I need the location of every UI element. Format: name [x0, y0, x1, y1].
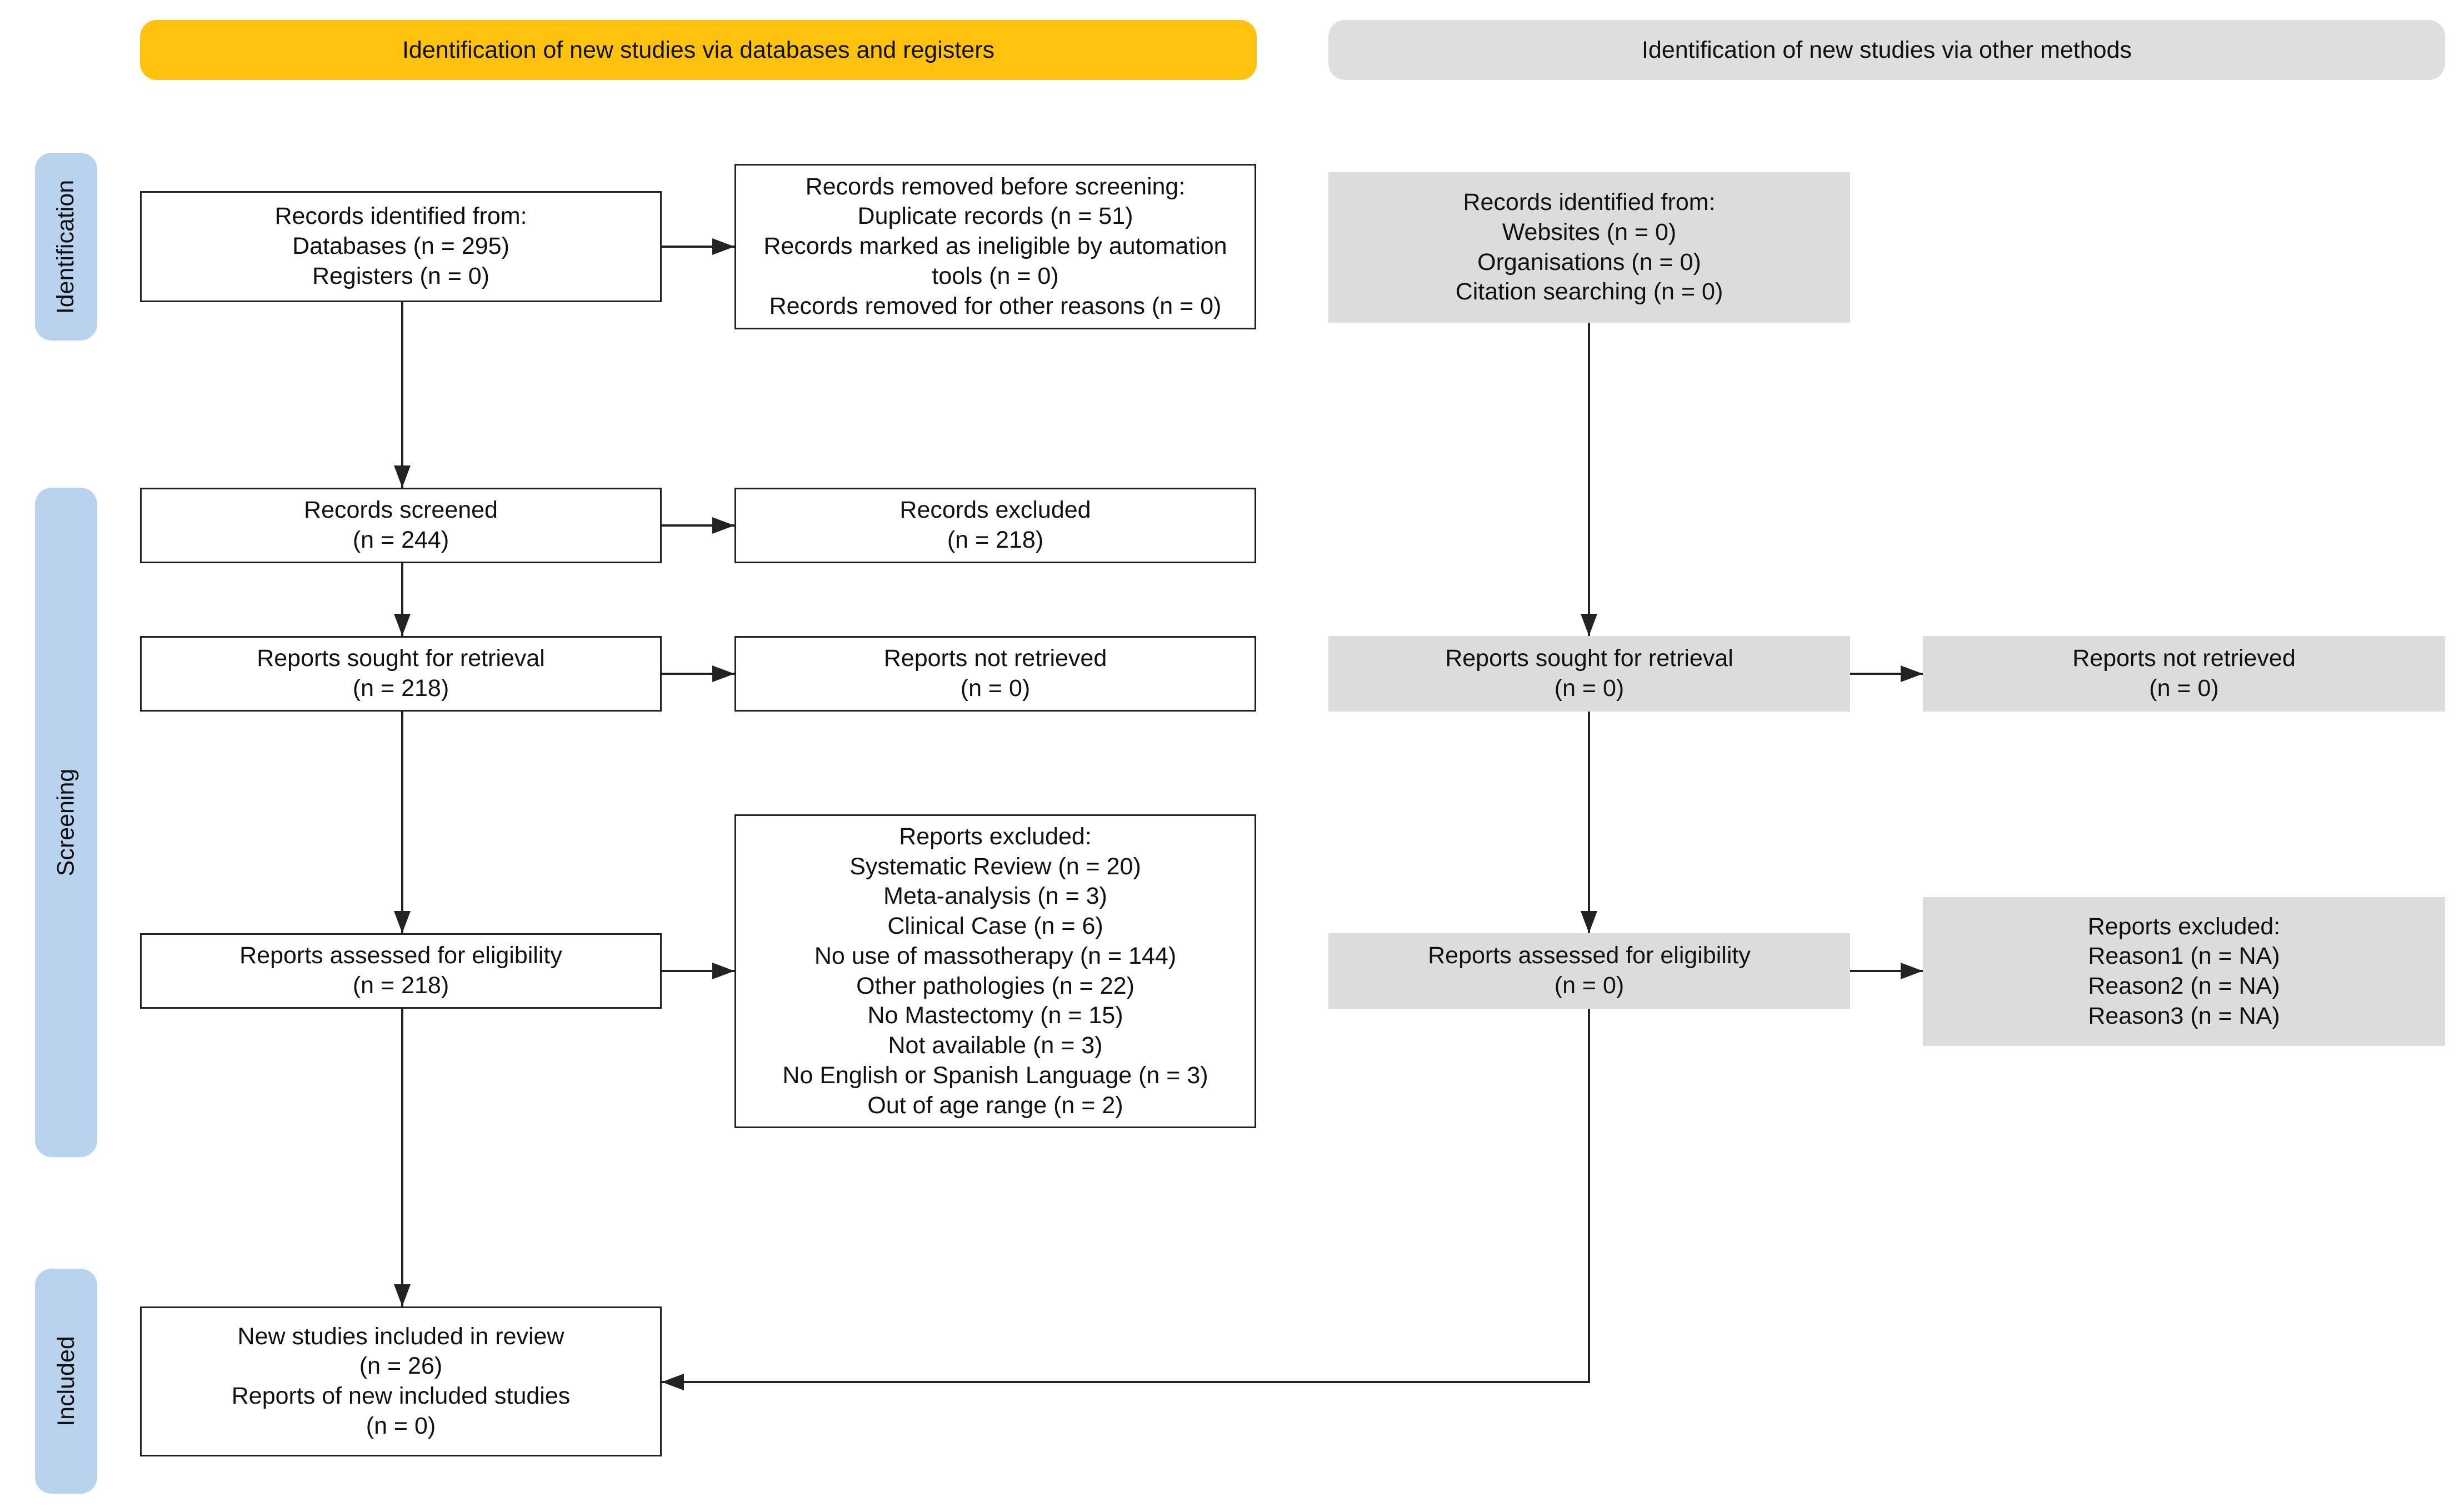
- arrow-other-assessed-to-included: [662, 1009, 1590, 1390]
- phase-included-label: Included: [52, 1336, 79, 1426]
- text-line: Registers (n = 0): [312, 262, 490, 289]
- text-line: Reports sought for retrieval: [257, 645, 545, 672]
- reports-not-retrieved-box: Reports not retrieved (n = 0): [734, 636, 1256, 712]
- reports-assessed-box: Reports assessed for eligibility (n = 21…: [140, 933, 662, 1009]
- text-line: Reports assessed for eligibility: [1428, 942, 1751, 969]
- records-screened-box: Records screened (n = 244): [140, 488, 662, 563]
- text-line: Reason3 (n = NA): [2088, 1002, 2280, 1029]
- text-line: Records marked as ineligible by automati…: [763, 233, 1227, 260]
- text-line: Reports sought for retrieval: [1445, 645, 1733, 672]
- text-line: Databases (n = 295): [292, 233, 509, 260]
- text-line: (n = 218): [352, 972, 449, 999]
- text-line: New studies included in review: [237, 1323, 564, 1350]
- databases-header: Identification of new studies via databa…: [140, 20, 1257, 80]
- text-line: Reason1 (n = NA): [2088, 943, 2280, 970]
- text-line: (n = 0): [366, 1412, 436, 1439]
- text-line: Records removed before screening:: [805, 173, 1186, 200]
- databases-header-label: Identification of new studies via databa…: [402, 36, 995, 63]
- phase-screening: Screening: [35, 488, 97, 1157]
- other-methods-header: Identification of new studies via other …: [1328, 20, 2445, 80]
- text-line: Reason2 (n = NA): [2088, 973, 2280, 999]
- text-line: Citation searching (n = 0): [1455, 278, 1723, 306]
- text-line: Records identified from:: [274, 203, 527, 230]
- text-line: (n = 26): [359, 1353, 443, 1380]
- text-line: Records screened: [304, 497, 498, 524]
- text-line: Records excluded: [899, 497, 1091, 524]
- text-line: Records removed for other reasons (n = 0…: [769, 292, 1222, 319]
- text-line: Out of age range (n = 2): [867, 1092, 1123, 1119]
- records-identified-box: Records identified from: Databases (n = …: [140, 191, 662, 302]
- text-line: (n = 0): [960, 675, 1031, 702]
- text-line: (n = 0): [1554, 972, 1625, 999]
- phase-included: Included: [35, 1269, 97, 1494]
- other-methods-header-label: Identification of new studies via other …: [1641, 36, 2132, 63]
- text-line: No Mastectomy (n = 15): [867, 1002, 1123, 1029]
- phase-screening-label: Screening: [52, 768, 79, 877]
- text-line: Organisations (n = 0): [1477, 248, 1701, 276]
- text-line: Reports of new included studies: [231, 1383, 571, 1409]
- other-reports-assessed-box: Reports assessed for eligibility (n = 0): [1328, 933, 1850, 1009]
- other-records-identified-box: Records identified from: Websites (n = 0…: [1328, 172, 1850, 323]
- phase-identification: Identification: [35, 153, 97, 341]
- text-line: Websites (n = 0): [1502, 218, 1677, 246]
- text-line: Reports assessed for eligibility: [239, 942, 562, 969]
- text-line: tools (n = 0): [932, 262, 1059, 289]
- text-line: Reports excluded:: [2087, 913, 2281, 940]
- text-line: No English or Spanish Language (n = 3): [782, 1062, 1208, 1089]
- text-line: Reports excluded:: [899, 823, 1092, 850]
- records-removed-box: Records removed before screening: Duplic…: [734, 164, 1256, 329]
- phase-identification-label: Identification: [52, 179, 79, 314]
- text-line: (n = 0): [1554, 675, 1625, 702]
- text-line: No use of massotherapy (n = 144): [814, 942, 1177, 969]
- text-line: Other pathologies (n = 22): [856, 972, 1134, 999]
- text-line: Meta-analysis (n = 3): [883, 883, 1107, 910]
- text-line: Duplicate records (n = 51): [857, 203, 1133, 230]
- reports-excluded-box: Reports excluded: Systematic Review (n =…: [734, 814, 1256, 1128]
- text-line: Reports not retrieved: [883, 645, 1107, 672]
- text-line: Records identified from:: [1463, 189, 1716, 216]
- records-excluded-box: Records excluded (n = 218): [734, 488, 1256, 563]
- included-studies-box: New studies included in review (n = 26) …: [140, 1306, 662, 1456]
- text-line: Clinical Case (n = 6): [887, 913, 1103, 939]
- reports-sought-box: Reports sought for retrieval (n = 218): [140, 636, 662, 712]
- text-line: (n = 0): [2149, 675, 2219, 702]
- text-line: Reports not retrieved: [2072, 645, 2296, 672]
- other-reports-excluded-box: Reports excluded: Reason1 (n = NA) Reaso…: [1923, 897, 2445, 1046]
- text-line: (n = 218): [947, 527, 1044, 553]
- other-reports-not-retrieved-box: Reports not retrieved (n = 0): [1923, 636, 2445, 712]
- text-line: (n = 244): [352, 527, 449, 553]
- other-reports-sought-box: Reports sought for retrieval (n = 0): [1328, 636, 1850, 712]
- text-line: Not available (n = 3): [888, 1032, 1103, 1059]
- text-line: Systematic Review (n = 20): [849, 853, 1141, 880]
- text-line: (n = 218): [352, 675, 449, 702]
